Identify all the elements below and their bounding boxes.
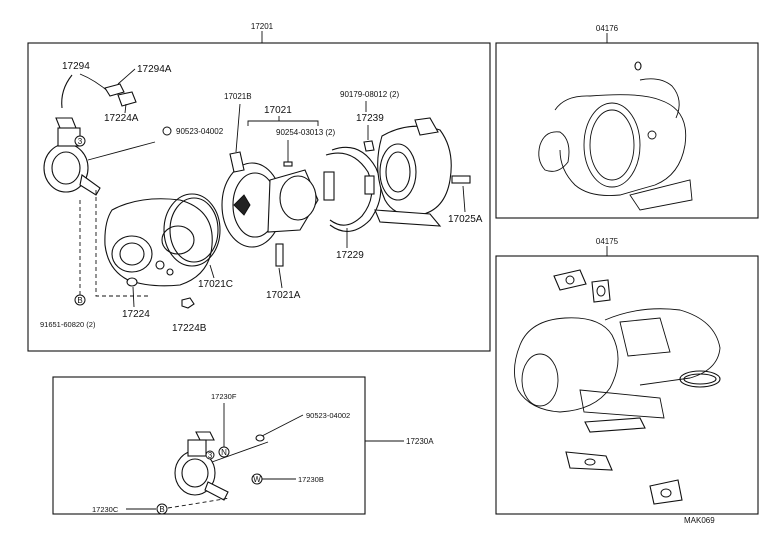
label-17224: 17224 [122,309,150,320]
hose-part [61,74,73,109]
label-17230f: 17230F [211,392,237,401]
nut-17224b-part [181,297,195,309]
turbo-outline-04175 [514,308,721,419]
gasket-90523-part [162,126,172,136]
label-17294a: 17294A [137,64,172,75]
svg-text:B: B [159,505,164,514]
label-17224a: 17224A [104,113,139,124]
label-04175: 04175 [596,237,619,246]
gasket-90523-b-part [255,434,265,442]
label-91651: 91651-60820 (2) [40,320,96,329]
gasket-kit-04175-frame [495,255,759,515]
stud-17025a-part [451,175,471,184]
gasket-c-04175 [584,417,646,433]
washer-17224-part [126,277,138,287]
label-90523-04002: 90523-04002 [176,127,224,136]
svg-text:B: B [77,296,82,305]
label-17230b: 17230B [298,475,324,484]
gasket-kit-04176-frame [495,42,759,219]
marker-3-actuator: 3 [208,451,213,460]
turbine-housing-part [104,198,213,287]
clamp-17229-part [323,146,382,232]
svg-text:N: N [221,448,227,457]
compressor-housing-part [374,117,452,227]
actuator-part [43,117,156,196]
label-90179: 90179-08012 (2) [340,90,399,99]
label-17021c: 17021C [198,279,233,290]
label-17021: 17021 [264,105,292,116]
marker-3: 3 [78,137,83,146]
label-17294: 17294 [62,61,90,72]
gasket-ring-04175 [679,370,721,388]
label-90254: 90254-03013 (2) [276,128,335,137]
label-17021a: 17021A [266,290,301,301]
stud-17021a-part [275,243,284,267]
label-17230a: 17230A [406,437,434,446]
marker-b-main [74,294,86,306]
marker-n [218,446,230,458]
label-17025a: 17025A [448,214,483,225]
ring-17021c-part [163,193,221,267]
label-17229: 17229 [336,250,364,261]
actuator-17230a-frame [52,376,366,515]
main-assembly-frame [27,42,491,352]
label-90523-b: 90523-04002 [306,411,350,420]
label-17230c: 17230C [92,505,119,514]
label-17021b: 17021B [224,92,252,101]
label-17224b: 17224B [172,323,207,334]
hose-clamp-part [104,83,125,97]
diagram-code: MAK069 [684,516,715,525]
label-04176: 04176 [596,24,619,33]
stud-17021b-part [229,151,245,173]
label-17239: 17239 [356,113,384,124]
svg-text:W: W [253,475,261,484]
label-17201: 17201 [251,22,274,31]
cartridge-part [221,162,319,248]
gasket-ring-04176 [634,61,642,71]
bracket-part [117,91,137,107]
marker-b-actuator [156,503,168,515]
actuator-17230a-part [174,431,269,501]
turbo-outline-04176 [538,78,693,211]
